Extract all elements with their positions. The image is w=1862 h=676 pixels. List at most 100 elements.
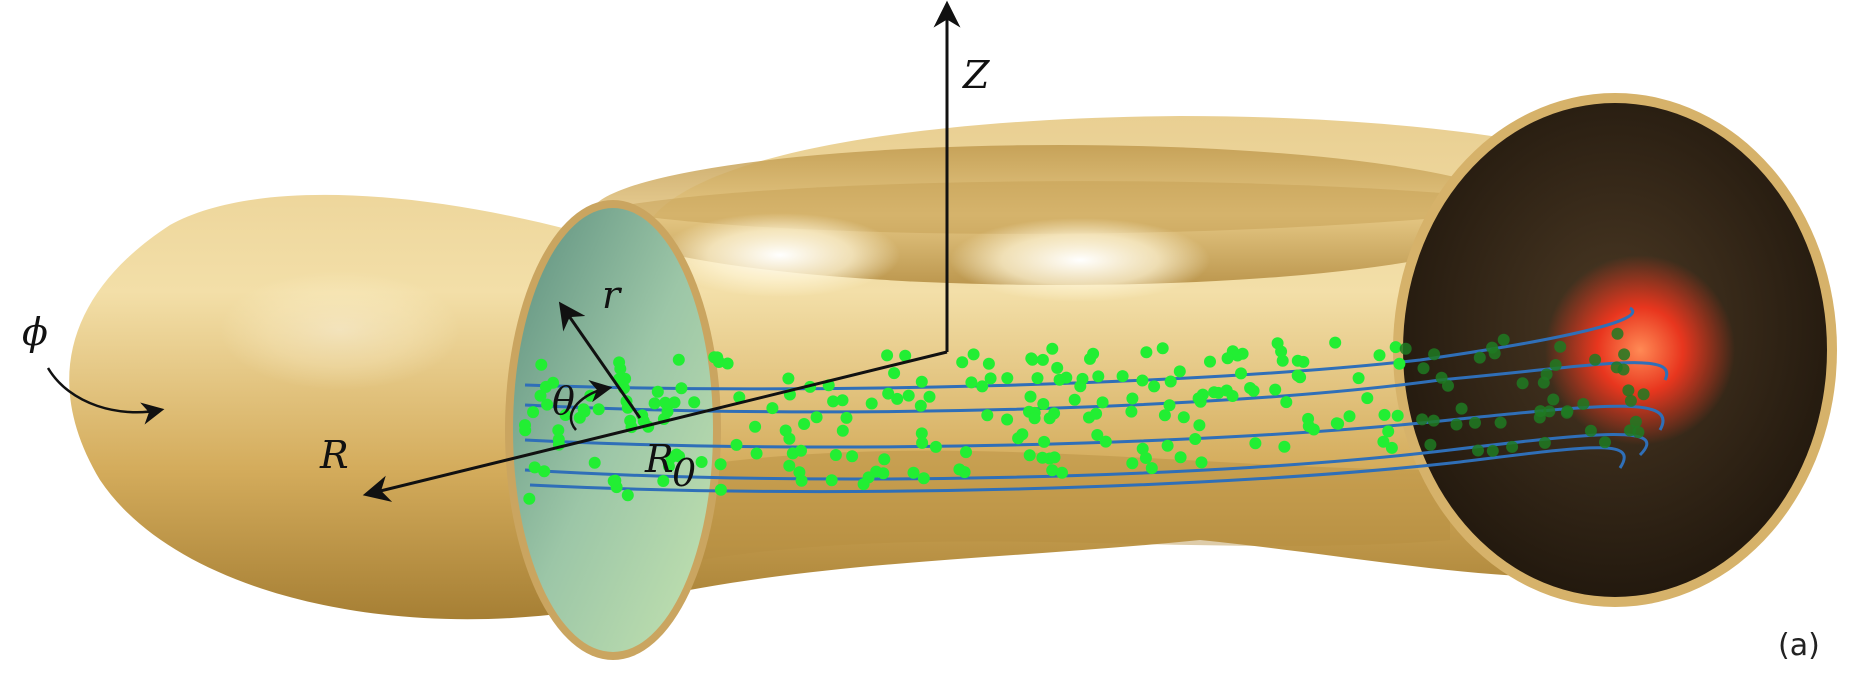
plasma-particle <box>1385 441 1398 454</box>
plasma-particle <box>915 427 928 440</box>
plasma-particle <box>902 389 915 402</box>
plasma-particle <box>1276 354 1289 367</box>
plasma-particle <box>829 449 842 461</box>
plasma-particle <box>1048 407 1061 420</box>
plasma-particle <box>1173 365 1186 378</box>
plasma-particle <box>527 406 540 419</box>
plasma-particle <box>827 395 840 408</box>
plasma-particle <box>714 483 727 496</box>
plasma-particle <box>1148 380 1161 393</box>
plasma-particle <box>782 372 795 385</box>
plasma-particle <box>1382 425 1395 438</box>
plasma-particle <box>899 349 912 362</box>
plasma-particle <box>865 397 878 410</box>
field-line <box>524 404 1665 449</box>
plasma-particle <box>1455 402 1468 415</box>
plasma-particle <box>1136 374 1149 387</box>
plasma-particle <box>519 419 531 432</box>
phi-arc-arrow <box>46 367 165 425</box>
plasma-particle <box>915 375 928 388</box>
plasma-particle <box>1221 352 1234 365</box>
plasma-particle <box>1126 457 1139 470</box>
plasma-particle <box>1174 451 1187 464</box>
plasma-particle <box>1389 341 1402 354</box>
plasma-particle <box>1161 439 1174 452</box>
plasma-particle <box>1584 424 1597 437</box>
plasma-particle <box>1427 414 1440 427</box>
plasma-particle <box>914 399 927 412</box>
plasma-particle <box>1226 390 1239 402</box>
plasma-particle <box>1297 355 1310 368</box>
plasma-particle <box>882 387 895 400</box>
plasma-particle <box>1343 410 1356 423</box>
plasma-particle <box>607 475 620 487</box>
plasma-particle <box>592 403 605 416</box>
plasma-particle <box>1599 436 1611 449</box>
plasma-particle <box>1494 416 1507 429</box>
plasma-particle <box>1329 336 1342 349</box>
plasma-particle <box>1378 408 1391 421</box>
plasma-particle <box>1473 351 1486 364</box>
plasma-particle <box>1442 379 1454 392</box>
plasma-particle <box>1416 413 1429 426</box>
plasma-particle <box>1164 375 1177 388</box>
hot-plasma-core <box>1545 255 1735 445</box>
plasma-particle <box>917 472 930 485</box>
plasma-particle <box>1294 371 1307 384</box>
plasma-particle <box>675 382 688 395</box>
plasma-particle <box>1048 451 1061 464</box>
plasma-particle <box>1012 432 1025 445</box>
plasma-particle <box>1158 409 1171 422</box>
theta-label: θ <box>552 379 575 423</box>
plasma-particle <box>956 356 969 369</box>
plasma-particle <box>766 402 779 415</box>
plasma-particle <box>846 450 859 463</box>
plasma-particle <box>836 424 849 437</box>
plasma-particle <box>1547 393 1560 406</box>
plasma-particle <box>1036 451 1049 464</box>
plasma-particle <box>614 362 627 375</box>
plasma-particle <box>1068 393 1081 406</box>
plasma-particle <box>795 444 807 457</box>
theta-arc-arrow <box>569 380 613 431</box>
plasma-particle <box>1486 444 1499 457</box>
plasma-particle <box>907 466 920 479</box>
minor-radius-arrow <box>558 301 642 419</box>
plasma-particle <box>668 396 681 409</box>
plasma-particle <box>1269 383 1282 396</box>
plasma-particle <box>559 409 572 421</box>
plasma-particle <box>538 465 551 478</box>
plasma-particle <box>967 348 980 361</box>
plasma-particle <box>1618 348 1631 361</box>
plasma-particle <box>1204 355 1216 368</box>
panel-label: (a) <box>1778 628 1820 663</box>
plasma-particle <box>857 478 870 491</box>
plasma-particle <box>749 420 762 433</box>
plasma-particle <box>1278 440 1291 453</box>
plasma-particle <box>1577 398 1590 410</box>
plasma-particle <box>552 433 565 446</box>
plasma-particle <box>1194 395 1207 408</box>
plasma-particle <box>1099 435 1112 448</box>
plasma-particle <box>878 453 891 466</box>
plasma-particle <box>1632 426 1645 439</box>
plasma-particle <box>1051 361 1064 374</box>
plasma-particle <box>534 389 547 402</box>
plasma-particle <box>1001 413 1014 426</box>
major-radius-arrow <box>362 350 948 502</box>
plasma-particle <box>1056 466 1068 479</box>
plasma-particle <box>637 415 650 427</box>
plasma-particle <box>1023 449 1036 462</box>
plasma-particle <box>651 385 664 398</box>
plasma-particle <box>657 475 670 487</box>
plasma-particle <box>539 380 552 393</box>
plasma-particle <box>1506 440 1519 453</box>
plasma-particle <box>891 392 904 405</box>
plasma-particle <box>840 411 853 424</box>
plasma-particle <box>1540 368 1553 381</box>
plasma-particle <box>1271 337 1284 350</box>
plasma-particle <box>648 397 661 410</box>
plasma-particle <box>783 459 796 472</box>
plasma-particle <box>535 358 548 371</box>
